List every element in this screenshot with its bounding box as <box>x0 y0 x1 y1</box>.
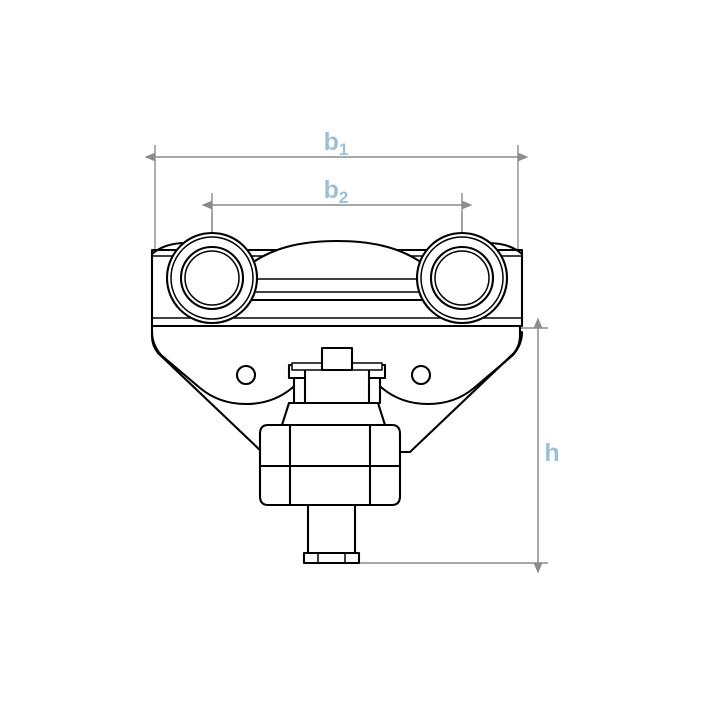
right-wheel-rim-inner-edge <box>420 236 504 320</box>
lower-shaft <box>306 503 357 555</box>
dimension-lines <box>144 152 543 574</box>
trolley-part-geometry <box>150 231 524 565</box>
dimension-label-b2: b2 <box>324 176 349 207</box>
left-wheel-hub-inner <box>184 250 240 306</box>
cylindrical-body-assembly <box>258 423 402 507</box>
frame-left-flank <box>150 330 202 390</box>
frame-right-flank <box>472 330 524 390</box>
left-wheel-hub-outer <box>179 245 245 311</box>
saddle-block <box>280 401 387 427</box>
left-bolt-hole <box>235 364 257 386</box>
right-wheel-assembly <box>415 231 509 325</box>
dimension-label-h: h <box>544 439 559 467</box>
dimension-label-b1: b1 <box>324 128 349 159</box>
hex-nut-body <box>303 365 371 405</box>
shaft-base-block <box>302 551 361 565</box>
right-wheel-hub-inner <box>434 250 490 306</box>
dimension-labels: b1 b2 h <box>324 128 560 467</box>
left-wheel-rim-inner-edge <box>170 236 254 320</box>
right-bolt-hole <box>410 364 432 386</box>
bolt-stem <box>320 346 354 372</box>
frame-left-notch-arc <box>198 381 300 406</box>
frame-right-notch-arc <box>374 381 476 406</box>
right-wheel-hub-outer <box>429 245 495 311</box>
left-wheel-assembly <box>165 231 259 325</box>
